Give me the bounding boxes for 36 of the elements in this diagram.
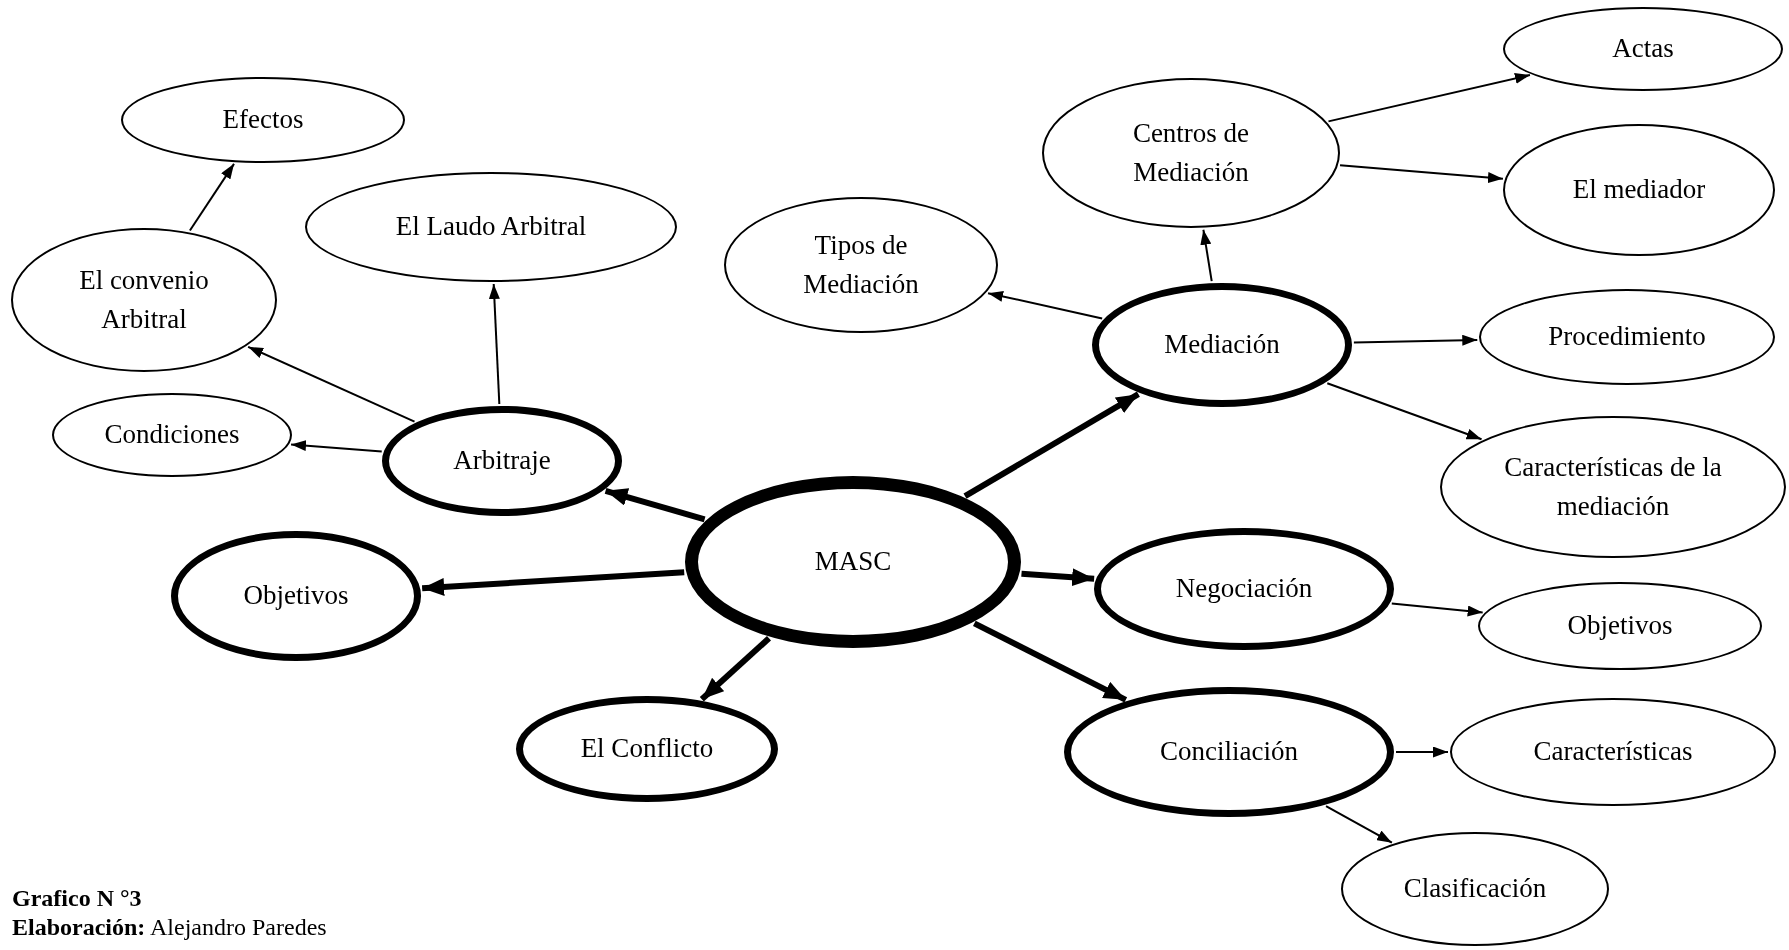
arrow [1325,805,1393,844]
arrow [247,345,416,423]
arrow [421,569,685,596]
arrow [488,283,501,405]
node-label: El convenio Arbitral [78,263,210,336]
arrow [1327,73,1531,123]
node-label: Centros de Mediación [1131,116,1251,189]
node-label: MASC [814,545,892,579]
node-label: Efectos [222,103,304,137]
node-label: Condiciones [104,418,240,452]
arrow [1339,164,1504,183]
arrow [1390,602,1484,617]
node-label: Negociación [1175,572,1313,606]
node-label: Objetivos [243,579,349,613]
node-label: Conciliación [1160,735,1298,769]
arrow [963,391,1140,499]
credit-line: Elaboración: Alejandro Paredes [12,914,327,941]
arrow [1395,746,1449,758]
arrow [290,440,383,453]
figure-caption: Grafico N °3 [12,885,142,912]
arrow [1021,568,1095,587]
node-label: El mediador [1572,173,1706,207]
node-label: Mediación [1164,328,1280,362]
node-label: Características [1533,735,1693,769]
node-label: Clasificación [1403,872,1547,906]
node-label: Procedimiento [1548,320,1706,354]
arrow [1326,382,1483,441]
arrow [1352,334,1479,346]
node-label: Objetivos [1567,609,1673,643]
node-label: Actas [1612,32,1674,66]
node-label: Tipos de Mediación [802,228,920,301]
node-label: Características de la mediación [1503,450,1723,523]
node-label: Arbitraje [453,444,551,478]
node-label: El Laudo Arbitral [395,210,587,244]
arrow [1200,228,1213,283]
node-label: El Conflicto [580,732,714,766]
